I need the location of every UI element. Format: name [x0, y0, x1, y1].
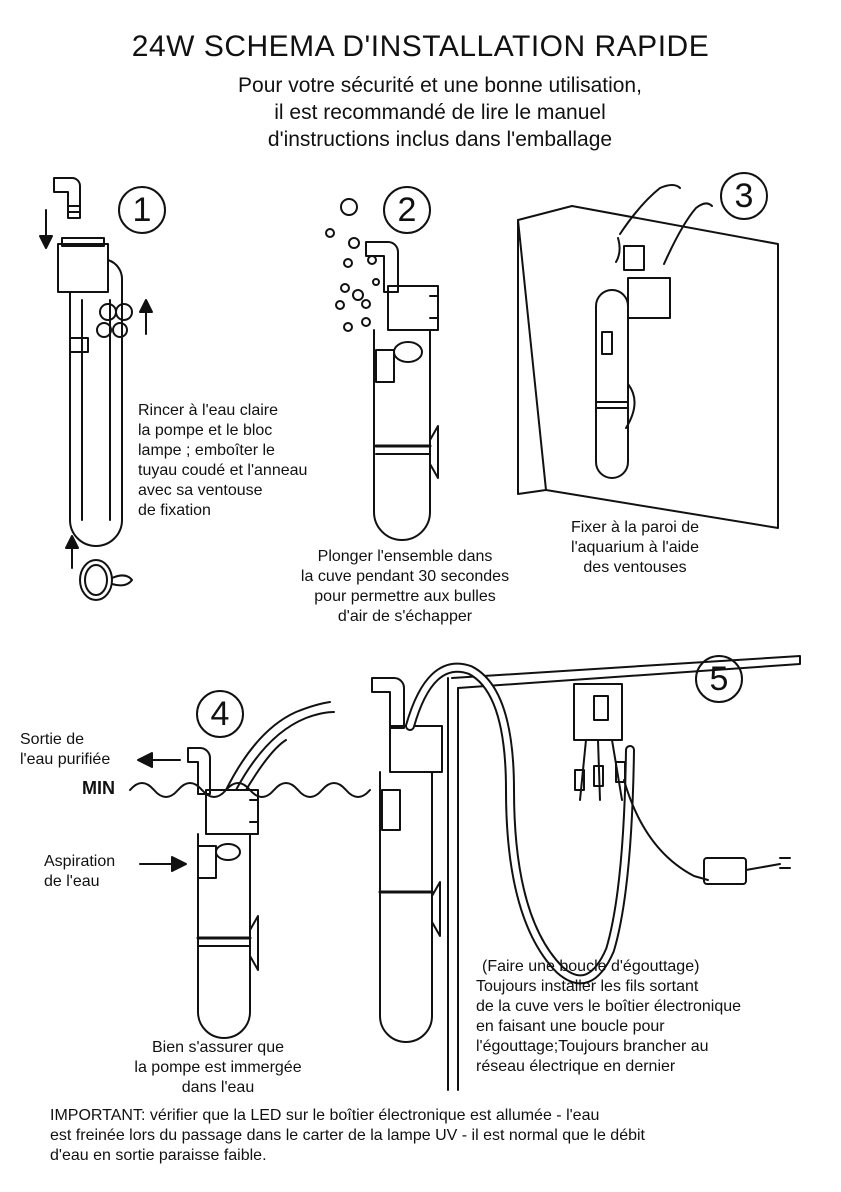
step-2-caption: Plonger l'ensemble dans la cuve pendant … [262, 547, 548, 627]
caption-line: Rincer à l'eau claire [138, 402, 279, 419]
caption-line: (Faire une boucle d'égouttage) [482, 958, 700, 975]
subtitle-line: d'instructions inclus dans l'emballage [267, 128, 613, 151]
caption-line: des ventouses [583, 559, 687, 576]
step-3-number: 3 [720, 172, 768, 220]
intake-label: Aspiration de l'eau [44, 852, 115, 892]
page-title: 24W SCHEMA D'INSTALLATION RAPIDE [131, 30, 710, 63]
caption-line: avec sa ventouse [138, 482, 263, 499]
subtitle-line: il est recommandé de lire le manuel [274, 101, 606, 124]
caption-line: la pompe est immergée [134, 1059, 302, 1076]
caption-line: tuyau coudé et l'anneau [138, 462, 308, 479]
step-4-caption: Bien s'assurer que la pompe est immergée… [108, 1038, 328, 1098]
caption-line: la pompe et le bloc [138, 422, 273, 439]
caption-line: réseau électrique en dernier [476, 1058, 676, 1075]
important-line: IMPORTANT: vérifier que la LED sur le bo… [50, 1107, 600, 1124]
outlet-label: Sortie de l'eau purifiée [20, 730, 110, 770]
step-5-number: 5 [695, 655, 743, 703]
outlet-label-line: l'eau purifiée [20, 751, 111, 768]
caption-line: en faisant une boucle pour [476, 1018, 665, 1035]
step-4-number: 4 [196, 690, 244, 738]
step-1-number: 1 [118, 186, 166, 234]
outlet-label-line: Sortie de [20, 731, 85, 748]
step4-illustration [129, 701, 371, 1039]
caption-line: Fixer à la paroi de [570, 519, 700, 536]
important-line: est freinée lors du passage dans le cart… [50, 1127, 645, 1144]
step1-illustration [39, 177, 153, 601]
step-5-caption: (Faire une boucle d'égouttage) Toujours … [476, 957, 816, 1077]
important-note: IMPORTANT: vérifier que la LED sur le bo… [50, 1106, 810, 1166]
caption-line: lampe ; emboîter le [138, 442, 275, 459]
caption-line: d'air de s'échapper [337, 608, 473, 625]
intake-label-line: Aspiration [44, 853, 116, 870]
step-1-caption: Rincer à l'eau claire la pompe et le blo… [138, 401, 307, 521]
intake-label-line: de l'eau [44, 873, 100, 890]
caption-line: de la cuve vers le boîtier électronique [476, 998, 742, 1015]
step5-illustration [371, 655, 801, 1091]
step2-illustration [325, 198, 439, 541]
min-water-level-label: MIN [82, 778, 115, 798]
important-line: d'eau en sortie paraisse faible. [50, 1147, 267, 1164]
caption-line: pour permettre aux bulles [314, 588, 496, 605]
safety-subtitle: Pour votre sécurité et une bonne utilisa… [140, 72, 740, 153]
caption-line: l'égouttage;Toujours brancher au [476, 1038, 709, 1055]
caption-line: dans l'eau [181, 1079, 255, 1096]
caption-line: Toujours installer les fils sortant [476, 978, 699, 995]
caption-line: Plonger l'ensemble dans [317, 548, 493, 565]
caption-line: Bien s'assurer que [151, 1039, 284, 1056]
caption-line: l'aquarium à l'aide [571, 539, 699, 556]
caption-line: la cuve pendant 30 secondes [300, 568, 510, 585]
step-2-number: 2 [383, 186, 431, 234]
caption-line: de fixation [138, 502, 211, 519]
subtitle-line: Pour votre sécurité et une bonne utilisa… [238, 74, 642, 97]
step-3-caption: Fixer à la paroi de l'aquarium à l'aide … [540, 518, 730, 578]
step3-illustration [517, 184, 779, 529]
